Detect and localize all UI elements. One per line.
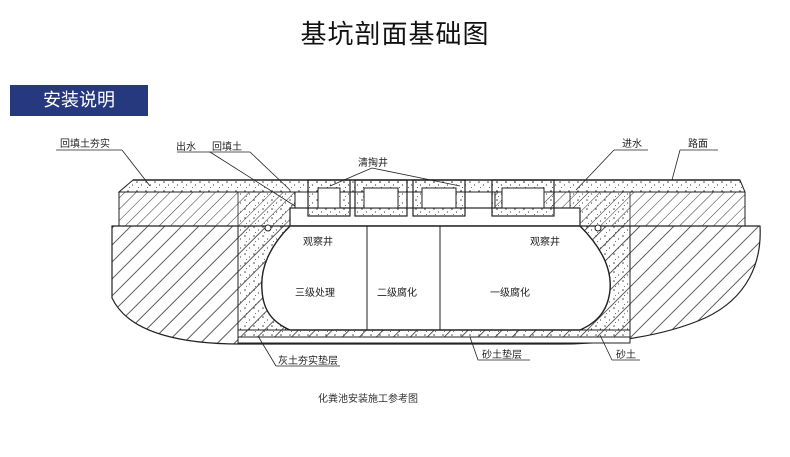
label-pavement: 路面 [688,137,708,150]
leader-lines [56,149,718,367]
page-title: 基坑剖面基础图 [300,20,490,50]
label-inlet: 进水 [622,138,642,150]
label-outlet: 出水 [176,140,196,153]
label-inspection-right: 观察井 [530,235,560,248]
label-inspection-left: 观察井 [303,235,333,248]
label-backfill: 回填土 [212,140,242,153]
label-sand-soil: 砂土 [616,348,636,361]
sand-bedding [237,329,631,338]
section-tag: 安装说明 [10,85,148,116]
label-cleanout: 清掏井 [358,156,388,169]
diagram-caption: 化粪池安装施工参考图 [318,392,418,405]
label-sand-layer: 砂土垫层 [482,348,522,361]
label-stage1: 一级腐化 [490,286,530,299]
label-backfill-compacted: 回填土夯实 [60,137,110,150]
label-stage2: 二级腐化 [377,286,417,299]
sand-fill-left-top [237,191,296,227]
lime-soil-bedding [237,336,631,344]
label-lime-soil-layer: 灰土夯实垫层 [278,354,338,367]
label-stage3: 三级处理 [295,287,335,299]
